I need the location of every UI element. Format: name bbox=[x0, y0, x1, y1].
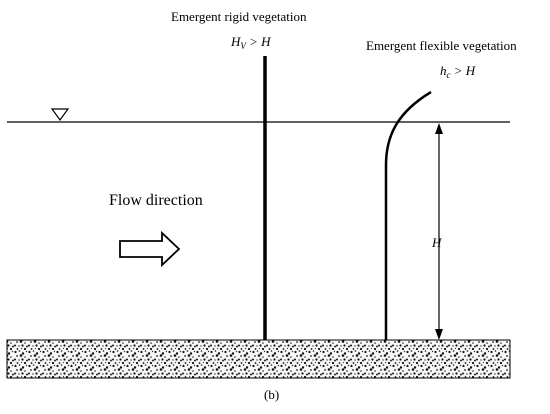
flow-direction-label: Flow direction bbox=[109, 192, 203, 209]
water-level-icon bbox=[50, 108, 70, 122]
channel-bed bbox=[6, 339, 511, 379]
flexible-vegetation-title: Emergent flexible vegetation bbox=[366, 38, 517, 53]
flexible-vegetation-stem bbox=[384, 90, 432, 340]
flexible-vegetation-condition: hc > H bbox=[440, 63, 476, 80]
depth-arrow-up-head bbox=[435, 123, 443, 134]
depth-label: H bbox=[431, 235, 442, 250]
rigid-vegetation-condition: HV > H bbox=[230, 34, 271, 51]
rigid-vegetation-title: Emergent rigid vegetation bbox=[171, 9, 307, 24]
flow-direction-arrow-icon bbox=[119, 230, 181, 268]
depth-arrow-down-head bbox=[435, 329, 443, 340]
figure-caption: (b) bbox=[264, 387, 279, 402]
